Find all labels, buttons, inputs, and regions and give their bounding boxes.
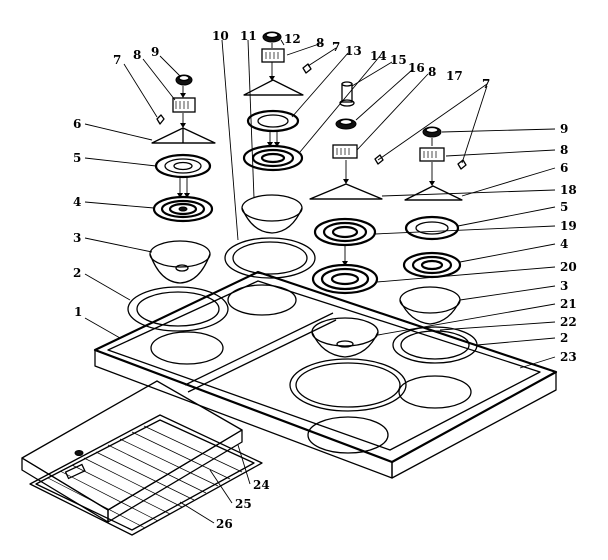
clip-left [156, 114, 165, 125]
grate-right-center [309, 183, 383, 200]
callout-labels: 1 2 3 4 5 6 7 8 9 10 11 12 8 7 13 14 15 … [73, 29, 577, 531]
callout-20: 20 [560, 260, 577, 274]
clip-right [457, 159, 467, 170]
trim-ring-center [224, 237, 316, 279]
callout-2-left: 2 [73, 266, 81, 280]
ring-16 [335, 118, 357, 130]
burner-element-right [402, 251, 462, 279]
callout-4-right: 4 [560, 237, 568, 251]
burner-element-left [152, 195, 214, 223]
callout-22: 22 [560, 315, 577, 329]
igniter-post [339, 81, 355, 107]
grid-tray [29, 414, 263, 536]
callout-8-center: 8 [316, 36, 324, 50]
callout-21: 21 [560, 297, 577, 311]
cover-panel [21, 380, 243, 523]
callout-10: 10 [212, 29, 229, 43]
cooktop-frame [93, 270, 558, 479]
knob-right [422, 126, 442, 138]
clip-17 [374, 154, 384, 165]
callout-2-right: 2 [560, 331, 568, 345]
callout-15: 15 [390, 53, 407, 67]
receptacle-left [172, 97, 196, 113]
callout-8-left: 8 [133, 48, 141, 62]
burner-cap-left [154, 153, 212, 179]
grate-center [243, 79, 304, 96]
callout-14: 14 [370, 49, 387, 63]
knob-center [262, 31, 282, 43]
callout-9-right: 9 [560, 122, 568, 136]
callout-5-right: 5 [560, 200, 568, 214]
drip-bowl-center [241, 194, 303, 234]
callout-13: 13 [345, 44, 362, 58]
grate-right [404, 185, 463, 201]
callout-7-center: 7 [332, 40, 340, 54]
callout-18: 18 [560, 183, 577, 197]
callout-6-left: 6 [73, 117, 81, 131]
callout-7-right: 7 [482, 77, 490, 91]
knob-left [175, 74, 193, 86]
callout-3-right: 3 [560, 279, 568, 293]
callout-23: 23 [560, 350, 577, 364]
callout-11: 11 [240, 29, 257, 43]
callout-25: 25 [235, 497, 252, 511]
callout-12: 12 [284, 32, 301, 46]
callout-5-left: 5 [73, 151, 81, 165]
burner-cap-center [246, 109, 300, 133]
callout-17: 17 [446, 69, 463, 83]
callout-7-left: 7 [113, 53, 121, 67]
callout-26: 26 [216, 517, 233, 531]
burner-element-lower [311, 263, 379, 295]
drip-bowl-lower [311, 317, 379, 358]
callout-8-right-center: 8 [428, 65, 436, 79]
receptacle-center [261, 48, 285, 63]
receptacle-right [419, 147, 445, 162]
assembly-arrows [177, 43, 435, 266]
callout-9-left: 9 [151, 45, 159, 59]
callout-16: 16 [408, 61, 425, 75]
drip-bowl-left [149, 240, 211, 284]
callout-3-left: 3 [73, 231, 81, 245]
callout-1: 1 [74, 305, 82, 319]
clip-center [302, 63, 312, 74]
callout-4-left: 4 [73, 195, 81, 209]
grate-left [151, 127, 216, 144]
trim-ring-left [127, 286, 229, 332]
receptacle-17 [332, 144, 358, 159]
callout-19: 19 [560, 219, 577, 233]
burner-element-center [242, 144, 304, 172]
burner-cap-right [404, 215, 460, 241]
callout-8-right: 8 [560, 143, 568, 157]
drip-bowl-right [399, 286, 461, 325]
burner-element-right-center [313, 217, 377, 247]
leader-lines [84, 39, 556, 524]
callout-24: 24 [253, 478, 270, 492]
callout-6-right: 6 [560, 161, 568, 175]
